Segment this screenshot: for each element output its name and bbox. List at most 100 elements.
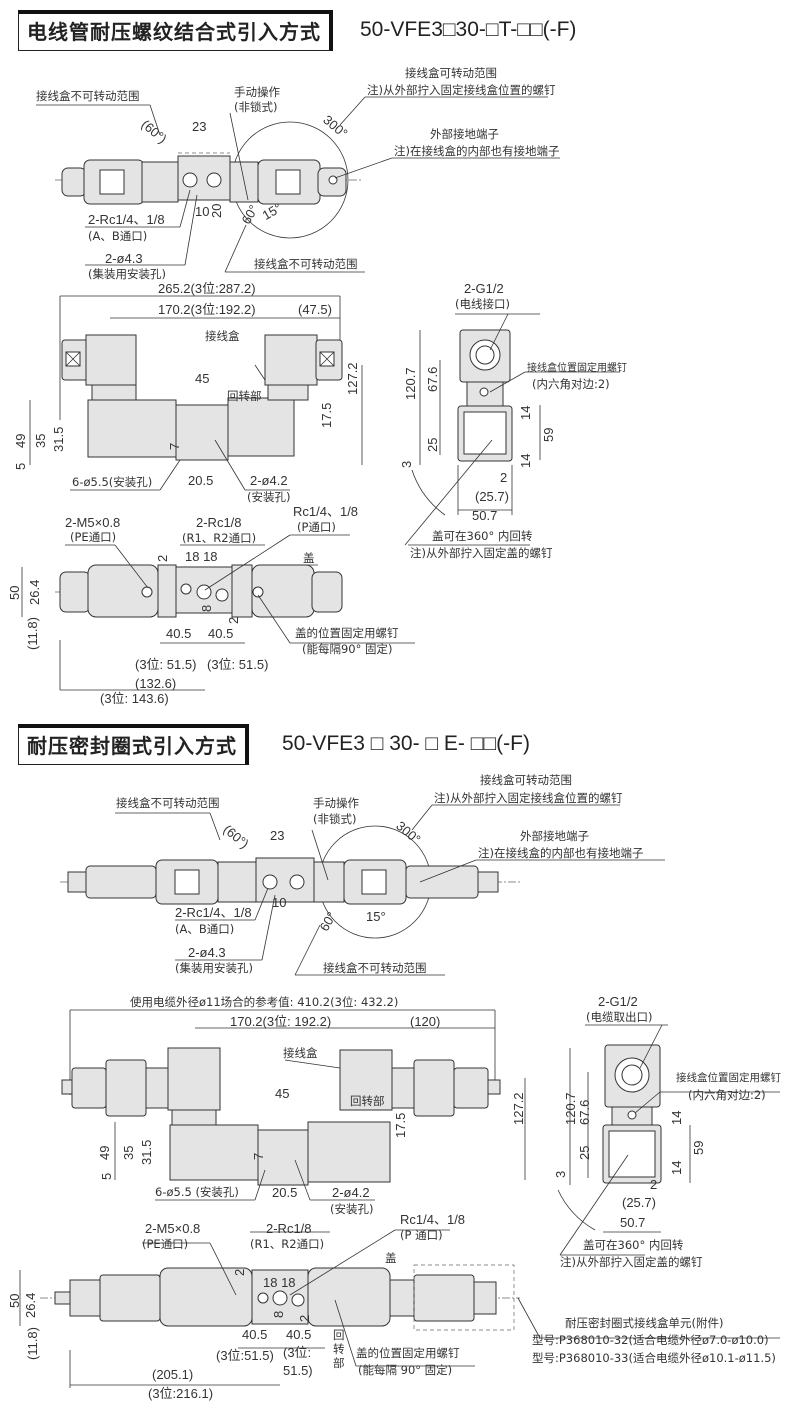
s1-bottom-label: 2-M5×0.8 <box>65 515 121 530</box>
s2-front-label: (安装孔) <box>330 1202 374 1216</box>
s2-bottom-label: (3位: <box>283 1345 312 1360</box>
s1-bottom-label: (能每隔90° 固定) <box>302 642 393 656</box>
s2-bottom-label: 2-M5×0.8 <box>145 1221 201 1236</box>
s2-bottom-label: 盖 <box>385 1251 397 1265</box>
s1-front-label: 5 <box>13 462 28 470</box>
s2-bottom-label: 26.4 <box>23 1292 38 1318</box>
s1-front-view <box>29 295 363 491</box>
s2-side-label: 2-G1/2 <box>598 994 638 1009</box>
s2-front-label: 127.2 <box>511 1092 526 1125</box>
s2-side-label: (25.7) <box>622 1195 656 1210</box>
s2-front-label: 7 <box>251 1152 266 1160</box>
s1-top-label: 10 <box>195 204 210 219</box>
s1-front-label: 7 <box>167 442 182 450</box>
section2-model: 50-VFE3 □ 30- □ E- □□(-F) <box>282 732 530 755</box>
s1-top-label: 2-ø4.3 <box>105 251 143 266</box>
s2-top-label: 外部接地端子 <box>520 829 589 843</box>
s2-side-label: 3 <box>553 1170 568 1178</box>
s1-top-label: 接线盒不可转动范围 <box>254 257 358 271</box>
s1-bottom-label: 8 <box>199 604 214 612</box>
s2-top-label: 15° <box>366 909 386 924</box>
s1-front-label: 6-ø5.5(安装孔) <box>72 475 153 489</box>
s1-bottom-label: 2 <box>155 554 170 562</box>
s2-side-label: 50.7 <box>620 1215 646 1230</box>
s2-top-label: (非锁式) <box>313 812 357 826</box>
s1-top-label: 注)从外部拧入固定接线盒位置的螺钉 <box>367 83 556 97</box>
s2-top-label: (A、B通口) <box>175 922 235 936</box>
s2-front-label: 45 <box>275 1086 290 1101</box>
s1-side-label: 67.6 <box>425 366 440 392</box>
s1-bottom-label: Rc1/4、1/8 <box>293 504 359 519</box>
s2-side-label: (内六角对边:2) <box>688 1088 766 1102</box>
s2-front-label: 17.5 <box>393 1112 408 1138</box>
s1-side-label: 盖可在360° 内回转 <box>432 529 533 543</box>
s2-side-label: 59 <box>691 1140 706 1155</box>
s2-top-label: 接线盒不可转动范围 <box>323 961 427 975</box>
s2-bottom-label: 2 <box>232 1268 247 1276</box>
s1-top-label: 2-Rc1/4、1/8 <box>88 212 165 227</box>
s1-front-label: 31.5 <box>51 426 66 452</box>
s1-bottom-label: (3位: 143.6) <box>100 691 169 706</box>
s2-bottom-label: Rc1/4、1/8 <box>400 1212 466 1227</box>
s1-side-label: 25 <box>425 437 440 452</box>
s2-bottom-label: 盖的位置固定用螺钉 <box>356 1346 460 1360</box>
s2-bottom-view <box>19 1229 780 1388</box>
s2-side-label: 2 <box>650 1177 658 1192</box>
s2-bottom-label: 51.5) <box>283 1363 313 1378</box>
section1-model: 50-VFE3□30-□T-□□(-F) <box>360 18 577 41</box>
s1-front-label: 接线盒 <box>205 329 240 343</box>
s2-side-view <box>557 1024 780 1256</box>
s1-side-label: 3 <box>399 460 414 468</box>
s2-front-label: 20.5 <box>272 1185 298 1200</box>
s1-bottom-label: 18 18 <box>185 549 218 564</box>
s1-side-label: 59 <box>541 427 556 442</box>
s1-top-view <box>36 96 560 273</box>
s2-top-label: 23 <box>270 828 285 843</box>
s1-top-label: 手动操作 <box>234 85 280 99</box>
s1-bottom-label: (P通口) <box>297 520 336 534</box>
s1-top-label: 20 <box>209 203 224 218</box>
s2-top-label: 2-ø4.3 <box>188 945 226 960</box>
s1-front-label: (安装孔) <box>247 490 291 504</box>
s2-top-label: (集装用安装孔) <box>175 961 253 975</box>
s1-bottom-label: (3位: 51.5) <box>135 657 197 672</box>
s1-top-label: (集装用安装孔) <box>88 267 166 281</box>
s1-side-label: 2-G1/2 <box>464 281 504 296</box>
s1-front-label: (47.5) <box>298 302 332 317</box>
s1-bottom-label: 2 <box>226 616 241 624</box>
s1-front-label: 170.2(3位:192.2) <box>158 302 256 317</box>
s2-front-label: 6-ø5.5 (安装孔) <box>155 1185 239 1199</box>
s1-bottom-label: 50 <box>7 585 22 600</box>
section2-title: 耐压密封圈式引入方式 <box>18 724 249 765</box>
s1-front-label: 回转部 <box>227 389 262 403</box>
s1-front-label: 35 <box>33 433 48 448</box>
s1-top-label: (A、B通口) <box>88 229 148 243</box>
s1-side-label: 2 <box>500 470 508 485</box>
s1-bottom-label: (PE通口) <box>70 530 117 544</box>
s1-bottom-label: 40.5 <box>208 626 234 641</box>
s1-side-label: 注)从外部拧入固定盖的螺钉 <box>410 546 553 560</box>
s2-bottom-label: 40.5 <box>286 1327 312 1342</box>
s1-side-label: (内六角对边:2) <box>532 377 610 391</box>
s1-top-label: 注)在接线盒的内部也有接地端子 <box>394 144 560 158</box>
s1-side-label: (电线接口) <box>455 297 510 311</box>
s2-front-label: (120) <box>410 1014 441 1029</box>
s2-side-label: 注)从外部拧入固定盖的螺钉 <box>560 1255 703 1269</box>
s2-bottom-label: (205.1) <box>152 1367 194 1382</box>
s2-side-label: (电缆取出口) <box>586 1010 653 1024</box>
s2-bottom-label: (能每隔 90° 固定) <box>358 1363 453 1377</box>
s2-bottom-label: 50 <box>7 1293 22 1308</box>
accessory-model: 型号:P368010-32(适合电缆外径ø7.0-ø10.0) <box>532 1333 769 1347</box>
s2-top-label: 接线盒可转动范围 <box>480 773 572 787</box>
s1-bottom-label: 40.5 <box>166 626 192 641</box>
s2-front-label: 35 <box>121 1145 136 1160</box>
s2-side-label: 25 <box>577 1145 592 1160</box>
s1-side-label: 接线盒位置固定用螺钉 <box>527 363 627 374</box>
s2-bottom-label: 8 <box>271 1310 286 1318</box>
s2-side-label: 接线盒位置固定用螺钉 <box>676 1072 781 1084</box>
s2-bottom-label: (3位:51.5) <box>216 1348 274 1363</box>
accessory-model: 型号:P368010-33(适合电缆外径ø10.1-ø11.5) <box>532 1351 776 1365</box>
s2-top-label: 10 <box>272 895 287 910</box>
s1-top-label: 23 <box>192 119 207 134</box>
